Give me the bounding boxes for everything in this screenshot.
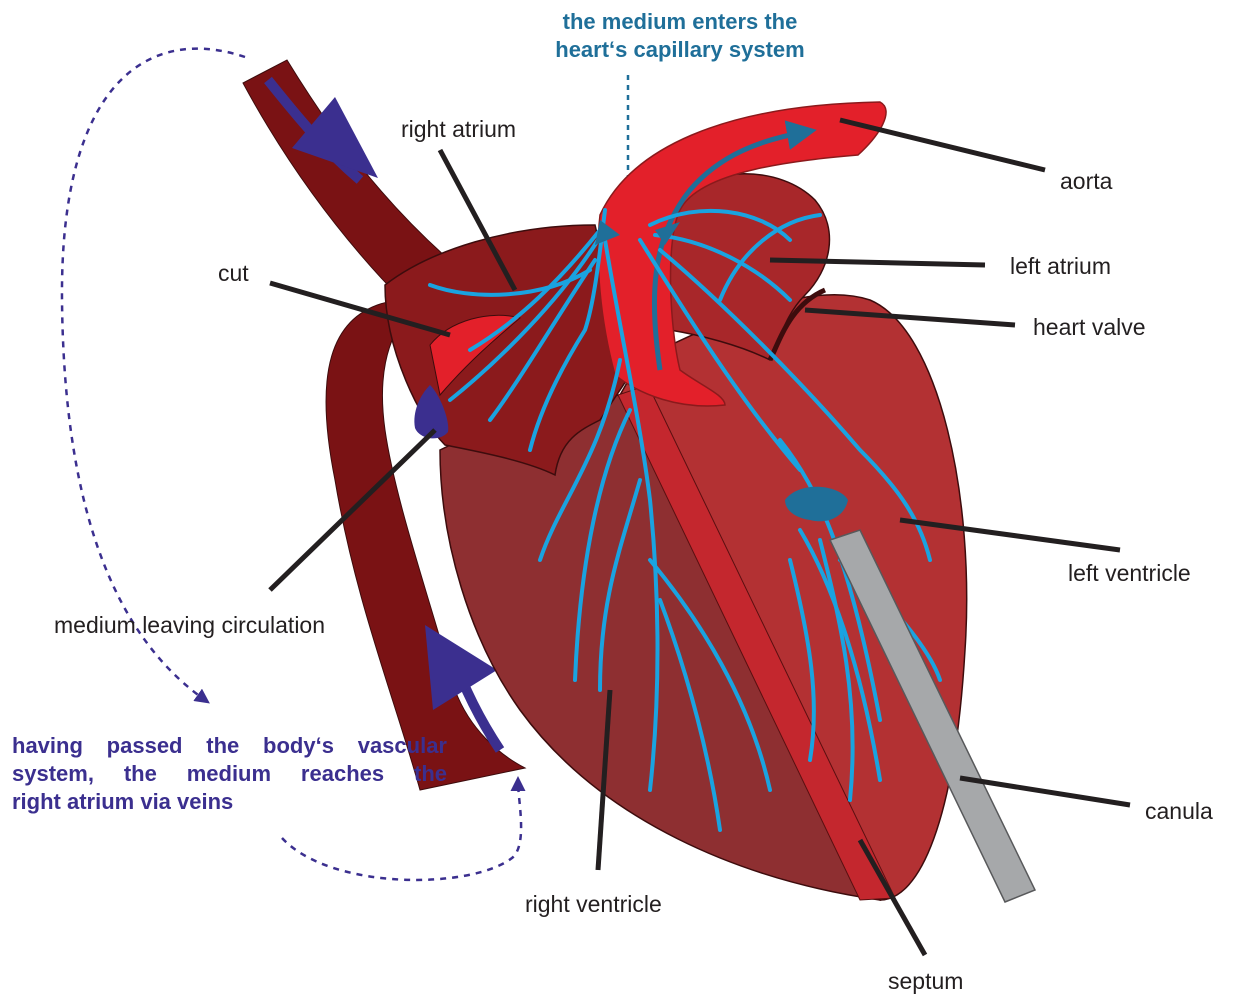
label-cut: cut — [218, 262, 249, 285]
note-veins-line-3: right atrium via veins — [12, 788, 447, 816]
leader-aorta — [840, 120, 1045, 170]
label-canula: canula — [1145, 800, 1213, 823]
label-aorta: aorta — [1060, 170, 1112, 193]
note-capillary-line-1: the medium enters the — [515, 8, 845, 36]
note-venous-return: having passed the body‘s vascular system… — [12, 732, 447, 816]
note-capillary-line-2: heart‘s capillary system — [515, 36, 845, 64]
label-heart-valve: heart valve — [1033, 316, 1146, 339]
body-circulation-dashed-path — [62, 49, 245, 700]
label-medium-leaving-circulation: medium leaving circulation — [54, 614, 325, 637]
label-right-atrium: right atrium — [401, 118, 516, 141]
note-capillary-entry: the medium enters the heart‘s capillary … — [515, 8, 845, 64]
label-left-atrium: left atrium — [1010, 255, 1111, 278]
note-veins-line-1: having passed the body‘s vascular — [12, 732, 447, 760]
note-veins-line-2: system, the medium reaches the — [12, 760, 447, 788]
label-left-ventricle: left ventricle — [1068, 562, 1191, 585]
label-septum: septum — [888, 970, 963, 993]
label-right-ventricle: right ventricle — [525, 893, 662, 916]
